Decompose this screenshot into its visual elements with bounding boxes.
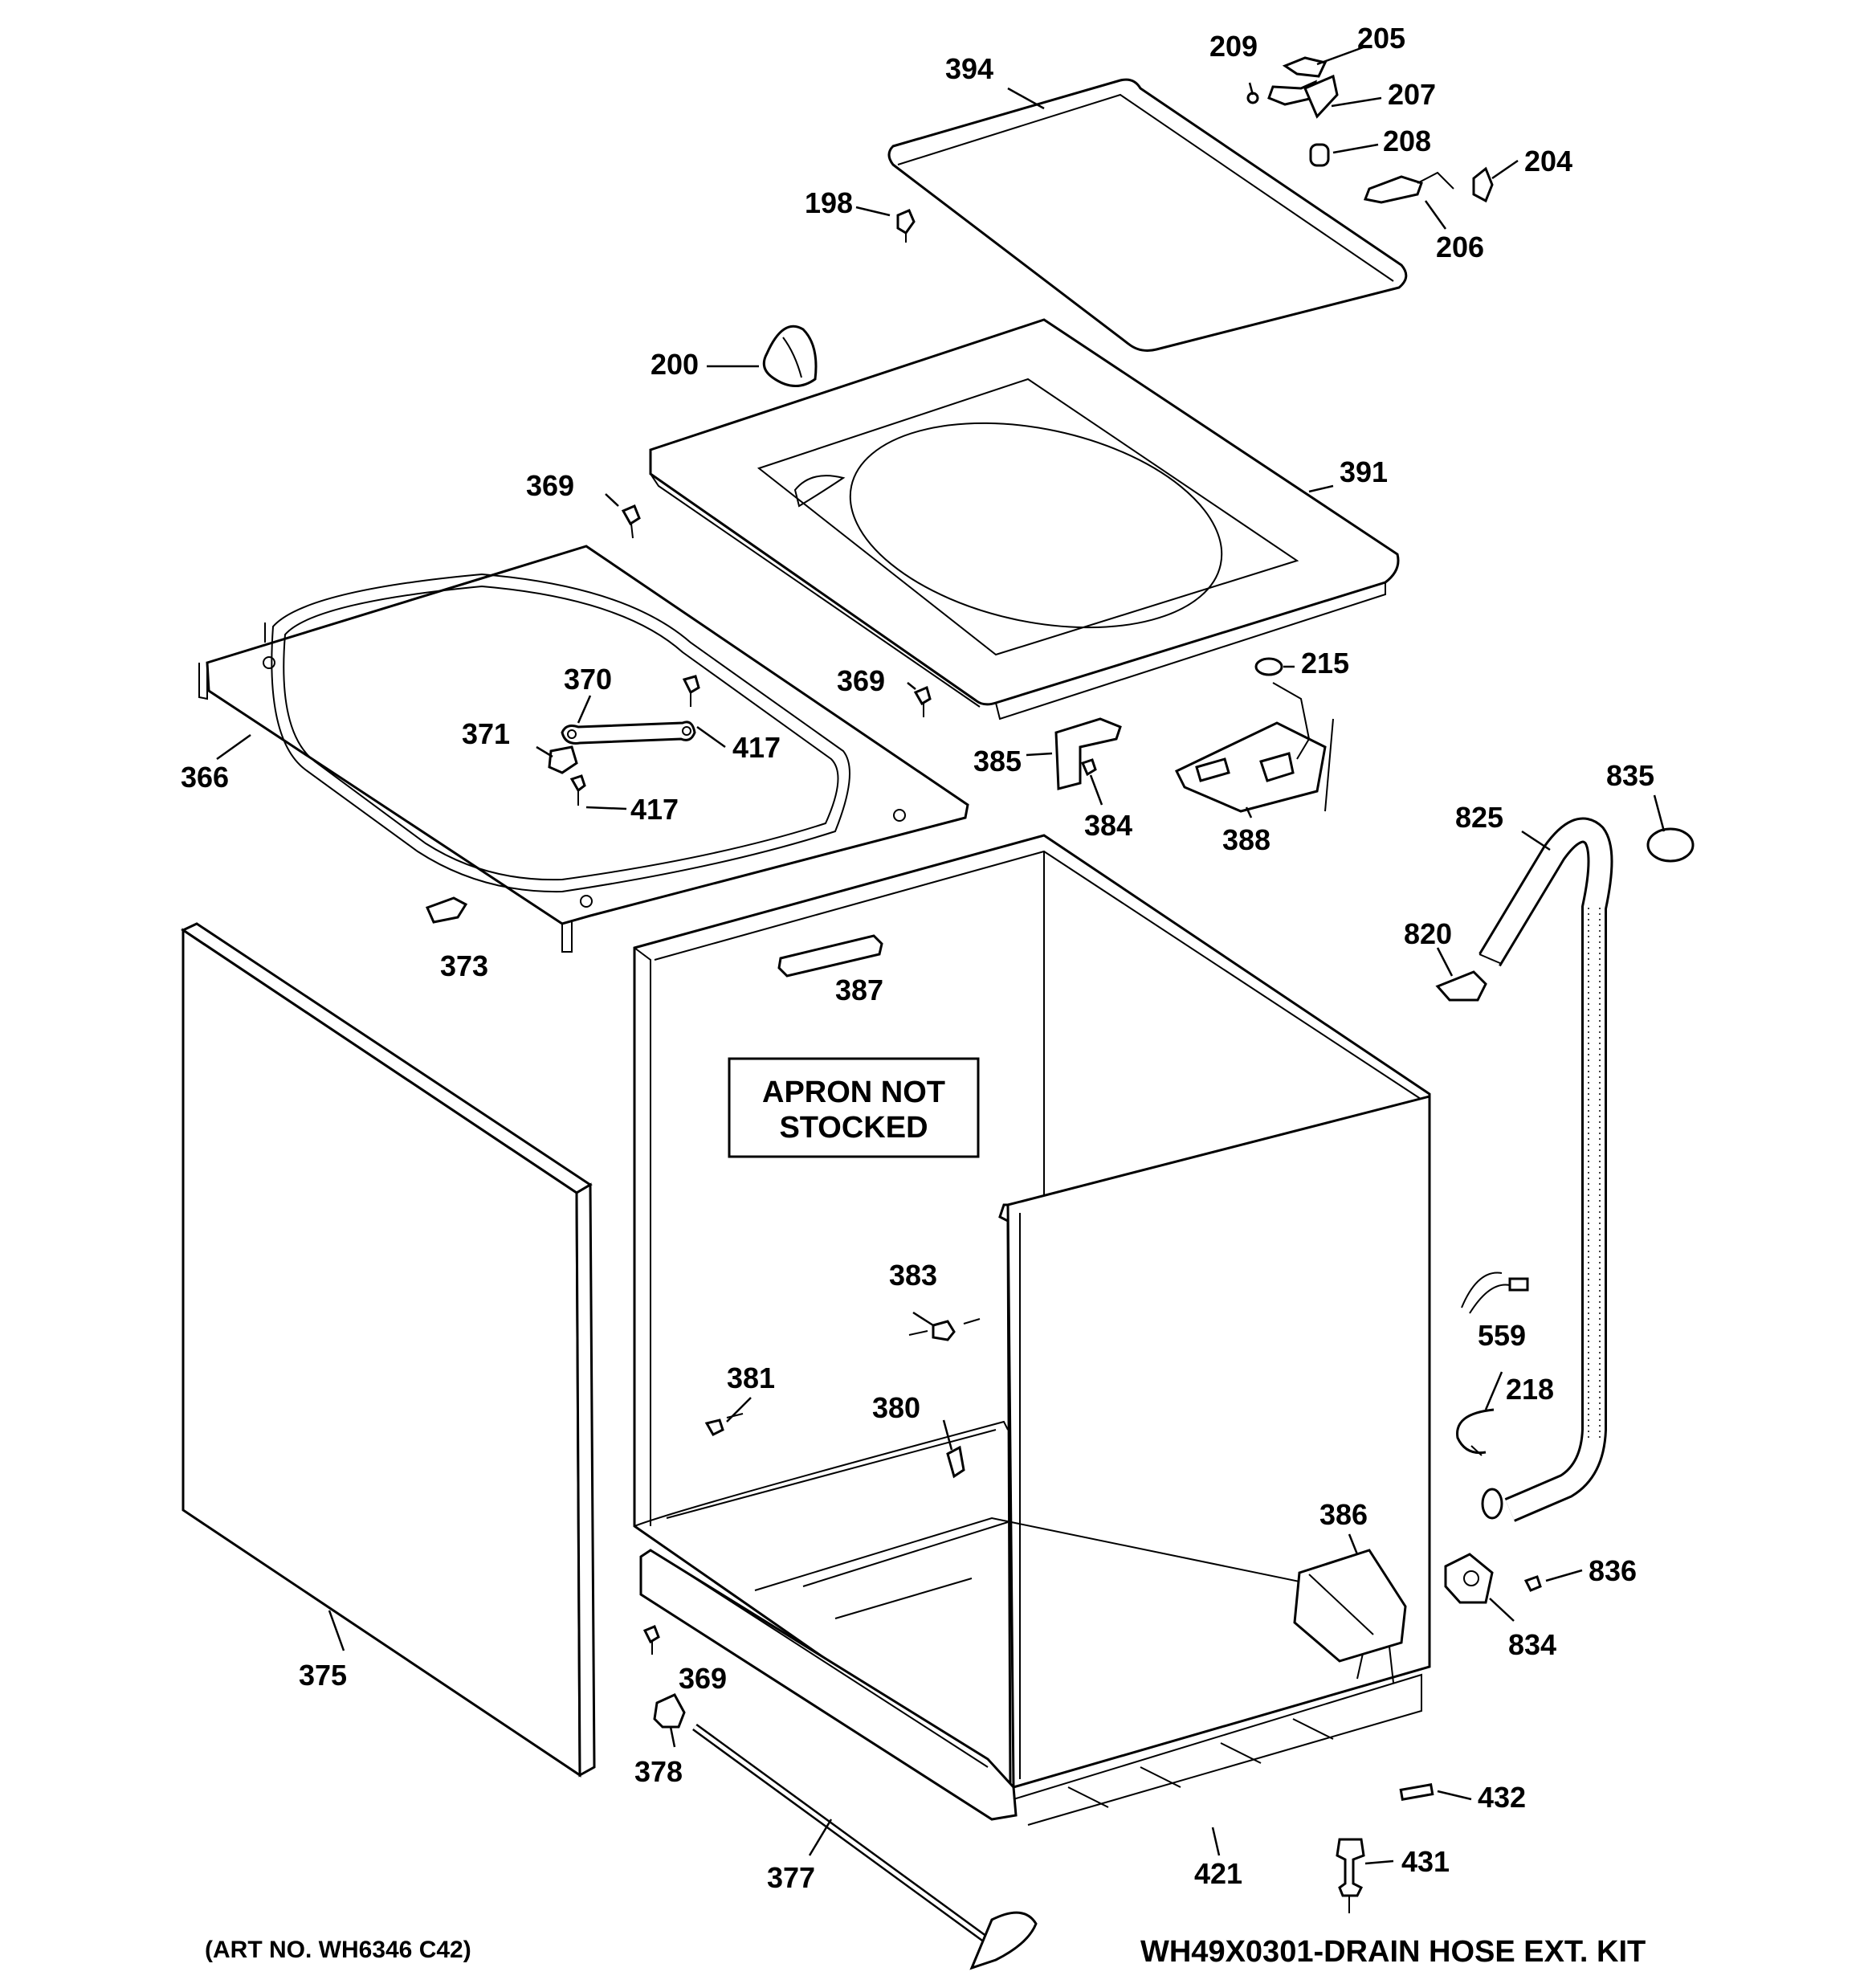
label-836: 836 — [1589, 1554, 1637, 1587]
label-385: 385 — [973, 745, 1022, 778]
label-198: 198 — [805, 186, 853, 219]
label-206: 206 — [1436, 231, 1484, 263]
cabinet-drawing — [633, 834, 1431, 1826]
kit-note: WH49X0301-DRAIN HOSE EXT. KIT — [1140, 1935, 1646, 1969]
front-panel-375-drawing — [180, 922, 596, 1778]
label-559: 559 — [1478, 1319, 1526, 1352]
wire-559-drawing — [1461, 1272, 1529, 1314]
lower-parts-drawing — [642, 1625, 1038, 1970]
small-parts-cabinet-drawing — [704, 1318, 981, 1479]
label-215: 215 — [1301, 647, 1349, 680]
label-383: 383 — [889, 1259, 937, 1292]
label-200: 200 — [651, 348, 699, 381]
label-394: 394 — [945, 52, 993, 85]
label-820: 820 — [1404, 917, 1452, 950]
hinge-parts-drawing — [1246, 56, 1494, 204]
apron-note-box: APRON NOT STOCKED — [728, 1057, 980, 1158]
strap-370-drawing — [548, 675, 700, 806]
lid-394-drawing — [887, 78, 1408, 352]
label-370: 370 — [564, 663, 612, 696]
label-369-low: 369 — [679, 1662, 727, 1695]
handle-387-drawing — [777, 934, 883, 978]
knob-200-drawing — [762, 325, 818, 387]
leader-lines — [216, 45, 1666, 1865]
label-369-mid: 369 — [837, 664, 885, 697]
screw-369-top-drawing — [621, 504, 641, 539]
label-834: 834 — [1508, 1628, 1556, 1661]
label-391: 391 — [1340, 455, 1388, 488]
panel-386-drawing — [1293, 1549, 1407, 1663]
label-380: 380 — [872, 1391, 920, 1424]
label-205: 205 — [1357, 22, 1405, 55]
label-378: 378 — [634, 1755, 683, 1788]
label-375: 375 — [299, 1659, 347, 1692]
label-371: 371 — [462, 717, 510, 750]
label-825: 825 — [1455, 801, 1503, 834]
top-cover-391-drawing — [649, 318, 1400, 720]
note-line-2: STOCKED — [779, 1111, 928, 1145]
clamp-218-drawing — [1456, 1408, 1495, 1456]
label-384: 384 — [1084, 809, 1132, 842]
clamp-835-drawing — [1646, 827, 1695, 863]
label-207: 207 — [1388, 78, 1436, 111]
label-373: 373 — [440, 949, 488, 982]
label-381: 381 — [727, 1361, 775, 1394]
screw-198-drawing — [896, 209, 916, 243]
label-204: 204 — [1524, 145, 1572, 178]
clip-820-drawing — [1435, 970, 1487, 1002]
lid-switch-388-drawing — [1174, 657, 1334, 813]
label-209: 209 — [1209, 30, 1258, 63]
label-218: 218 — [1506, 1373, 1554, 1406]
label-388: 388 — [1222, 823, 1270, 856]
label-432: 432 — [1478, 1781, 1526, 1814]
label-366: 366 — [181, 761, 229, 794]
label-421: 421 — [1194, 1857, 1242, 1890]
clip-373-drawing — [425, 896, 468, 924]
label-431: 431 — [1401, 1845, 1450, 1878]
label-208: 208 — [1383, 125, 1431, 157]
label-377: 377 — [767, 1861, 815, 1894]
callout-labels: 394 209 205 207 208 204 206 198 200 391 … — [181, 22, 1654, 1894]
bracket-834-drawing — [1444, 1553, 1542, 1604]
label-417-lower: 417 — [630, 793, 679, 826]
art-number: (ART NO. WH6346 C42) — [205, 1937, 471, 1963]
bracket-385-drawing — [1054, 717, 1122, 790]
leveling-parts-drawing — [1336, 1783, 1434, 1913]
label-387: 387 — [835, 974, 883, 1006]
label-386: 386 — [1319, 1498, 1368, 1531]
drain-hose-825-drawing — [1478, 817, 1613, 1522]
note-line-1: APRON NOT — [762, 1076, 945, 1109]
label-417-upper: 417 — [732, 731, 781, 764]
label-835: 835 — [1606, 759, 1654, 792]
label-369-top: 369 — [526, 469, 574, 502]
screw-369-mid-drawing — [913, 685, 932, 717]
